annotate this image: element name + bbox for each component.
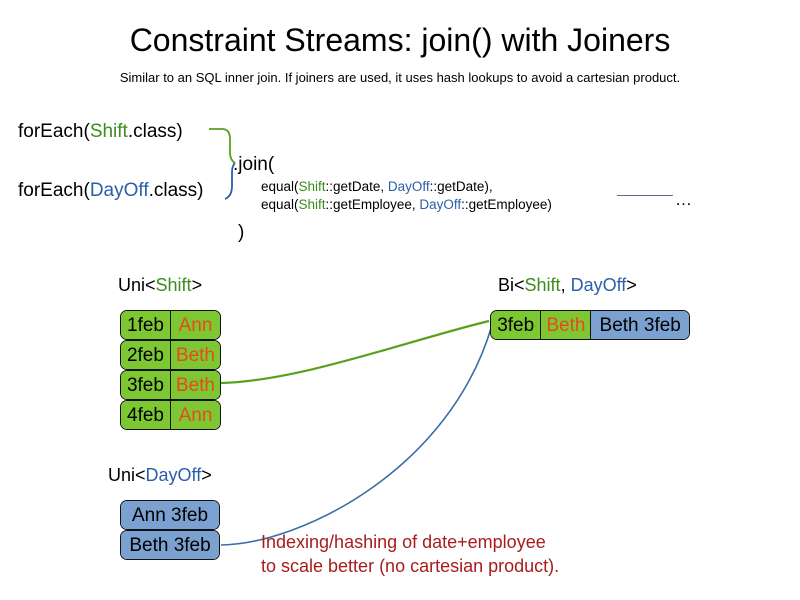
table-row[interactable]: 3feb Beth: [120, 370, 221, 400]
heading-bi-prefix: Bi<: [498, 275, 525, 295]
heading-uni-dayoff: Uni<DayOff>: [108, 464, 212, 486]
joiner-1-left-method: ::getDate,: [325, 179, 388, 194]
bi-shift-date: 3feb: [491, 311, 541, 339]
foreach-dayoff-type: DayOff: [89, 180, 149, 201]
dayoff-label: Ann 3feb: [121, 501, 219, 529]
heading-bi-type-b: DayOff: [570, 275, 627, 295]
joiner-1-left-type: Shift: [298, 179, 326, 194]
annotation-line-2: to scale better (no cartesian product).: [261, 556, 560, 576]
shift-date: 2feb: [121, 341, 170, 369]
shift-date: 3feb: [121, 371, 170, 399]
joiner-1-prefix: equal(: [261, 179, 299, 194]
heading-uni-shift-type: Shift: [155, 275, 192, 295]
joiner-equal-date: equal(Shift::getDate, DayOff::getDate),: [261, 178, 493, 196]
foreach-shift-suffix: .class): [127, 121, 183, 142]
table-row[interactable]: 4feb Ann: [120, 400, 221, 430]
heading-uni-shift-suffix: >: [191, 275, 203, 295]
shift-date: 4feb: [121, 401, 170, 429]
foreach-dayoff-suffix: .class): [148, 180, 204, 201]
heading-uni-dayoff-prefix: Uni<: [108, 465, 146, 485]
heading-uni-dayoff-suffix: >: [201, 465, 212, 485]
bi-dayoff: Beth 3feb: [590, 311, 689, 339]
joiner-1-right-method: ::getDate),: [429, 179, 493, 194]
annotation-note: Indexing/hashing of date+employee to scal…: [261, 530, 559, 578]
foreach-shift-prefix: forEach(: [18, 121, 90, 142]
curve-dayoff-to-bi: [220, 324, 493, 546]
joiner-2-right-method: ::getEmployee): [461, 197, 552, 212]
foreach-dayoff-line: forEach(DayOff.class): [18, 179, 204, 203]
continuation-rule: [617, 195, 673, 196]
heading-bi-type-a: Shift: [524, 275, 561, 295]
joiner-2-left-method: ::getEmployee,: [325, 197, 420, 212]
heading-uni-shift-prefix: Uni<: [118, 275, 156, 295]
annotation-line-1: Indexing/hashing of date+employee: [261, 532, 546, 552]
dayoff-label: Beth 3feb: [121, 531, 219, 559]
table-row[interactable]: Beth 3feb: [120, 530, 220, 560]
heading-bi-suffix: >: [626, 275, 637, 295]
heading-bi-separator: ,: [560, 275, 571, 295]
continuation-ellipsis: …: [675, 190, 692, 209]
heading-bi: Bi<Shift, DayOff>: [498, 274, 637, 296]
joiner-2-right-type: DayOff: [419, 197, 462, 212]
shift-employee: Ann: [170, 401, 220, 429]
joiner-equal-employee: equal(Shift::getEmployee, DayOff::getEmp…: [261, 196, 552, 214]
shift-employee: Beth: [169, 341, 220, 369]
join-open-line: .join(: [233, 154, 275, 175]
joiner-2-left-type: Shift: [298, 197, 326, 212]
table-row[interactable]: 3feb Beth Beth 3feb: [490, 310, 690, 340]
shift-employee: Beth: [169, 371, 220, 399]
brace-shift-to-join: [209, 128, 236, 164]
table-row[interactable]: 2feb Beth: [120, 340, 221, 370]
table-row[interactable]: 1feb Ann: [120, 310, 221, 340]
heading-uni-shift: Uni<Shift>: [118, 274, 202, 296]
page-subtitle: Similar to an SQL inner join. If joiners…: [119, 70, 681, 85]
joiner-2-prefix: equal(: [261, 197, 299, 212]
heading-uni-dayoff-type: DayOff: [145, 465, 202, 485]
foreach-dayoff-prefix: forEach(: [18, 180, 90, 201]
page-title: Constraint Streams: join() with Joiners: [129, 22, 671, 58]
curve-shift-to-bi: [220, 319, 490, 385]
joiner-1-right-type: DayOff: [387, 179, 430, 194]
shift-employee: Ann: [170, 311, 220, 339]
join-close-line: ): [238, 222, 245, 243]
foreach-shift-type: Shift: [89, 121, 128, 142]
table-row[interactable]: Ann 3feb: [120, 500, 220, 530]
foreach-shift-line: forEach(Shift.class): [18, 120, 183, 144]
shift-date: 1feb: [121, 311, 170, 339]
bi-shift-employee: Beth: [540, 311, 591, 339]
